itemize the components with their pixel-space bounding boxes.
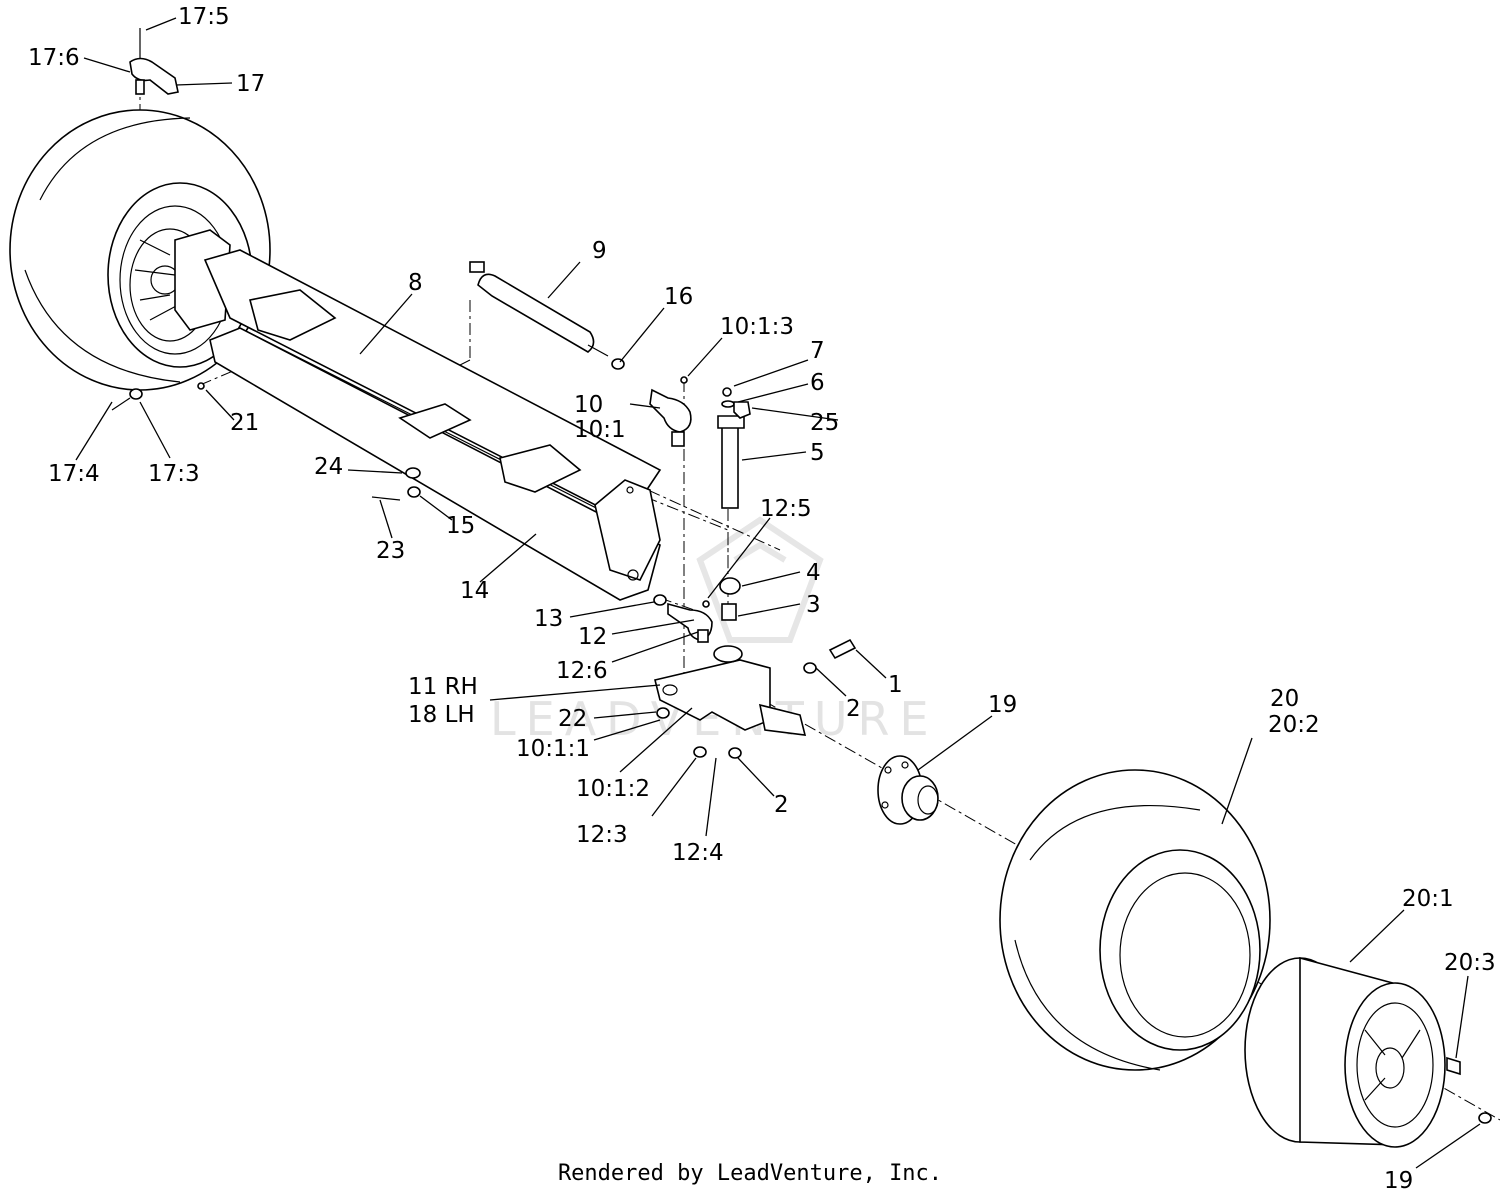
footer-credit: Rendered by LeadVenture, Inc. — [557, 1161, 943, 1186]
callout-24: 24 — [314, 454, 343, 480]
tie-rod-end-10 — [649, 388, 692, 447]
callout-21: 21 — [230, 410, 259, 436]
callout-10-1-2: 10:1:2 — [576, 776, 650, 802]
callout-18-lh: 18 LH — [408, 702, 475, 728]
callout-6: 6 — [810, 370, 825, 396]
left-wheel — [9, 109, 271, 391]
callout-20-3: 20:3 — [1444, 950, 1496, 976]
callout-13: 13 — [534, 606, 563, 632]
wheel-rim — [1244, 956, 1446, 1148]
callout-12: 12 — [578, 624, 607, 650]
callout-17: 17 — [236, 71, 265, 97]
spindle — [654, 645, 807, 759]
bolt-1 — [803, 638, 857, 674]
callout-25: 25 — [810, 410, 839, 436]
callout-15: 15 — [446, 513, 475, 539]
valve-stem — [1446, 1056, 1492, 1124]
callout-10-1-3: 10:1:3 — [720, 314, 794, 340]
callout-12-4: 12:4 — [672, 840, 724, 866]
watermark-logo — [696, 516, 824, 643]
callout-1: 1 — [888, 672, 903, 698]
callout-17-6: 17:6 — [28, 45, 80, 71]
wheel-hub — [877, 755, 939, 825]
callout-12-6: 12:6 — [556, 658, 608, 684]
callout-19-hub: 19 — [988, 692, 1017, 718]
callout-5: 5 — [810, 440, 825, 466]
callout-2-top: 2 — [846, 696, 861, 722]
callout-9: 9 — [592, 238, 607, 264]
axle-beam — [203, 249, 662, 601]
callout-labels: 17:5 17:6 17 9 8 16 10:1:3 7 6 10 10:1 2… — [28, 4, 1496, 1194]
callout-8: 8 — [408, 270, 423, 296]
callout-20-2: 20:2 — [1268, 712, 1320, 738]
tie-rod-end-12 — [667, 602, 713, 643]
leader-lines — [75, 17, 1481, 1169]
tie-rod-end-17 — [129, 28, 179, 95]
callout-20-1: 20:1 — [1402, 886, 1454, 912]
callout-12-5: 12:5 — [760, 496, 812, 522]
callout-10-1: 10:1 — [574, 417, 626, 443]
callout-12-3: 12:3 — [576, 822, 628, 848]
callout-4: 4 — [806, 560, 821, 586]
bushings — [653, 577, 741, 621]
king-pin-assembly — [717, 387, 751, 509]
callout-17-3: 17:3 — [148, 461, 200, 487]
callout-17-4: 17:4 — [48, 461, 100, 487]
callout-7: 7 — [810, 338, 825, 364]
callout-22: 22 — [558, 706, 587, 732]
callout-20: 20 — [1270, 686, 1299, 712]
callout-2-bottom: 2 — [774, 792, 789, 818]
steering-cylinder — [469, 261, 625, 370]
callout-23: 23 — [376, 538, 405, 564]
callout-3: 3 — [806, 592, 821, 618]
callout-10-1-1: 10:1:1 — [516, 736, 590, 762]
callout-11-rh: 11 RH — [408, 674, 478, 700]
callout-14: 14 — [460, 578, 489, 604]
small-fasteners — [111, 376, 710, 608]
callout-17-5: 17:5 — [178, 4, 230, 30]
callout-19-nut: 19 — [1384, 1168, 1413, 1194]
callout-10: 10 — [574, 392, 603, 418]
callout-16: 16 — [664, 284, 693, 310]
right-tire — [999, 769, 1271, 1071]
